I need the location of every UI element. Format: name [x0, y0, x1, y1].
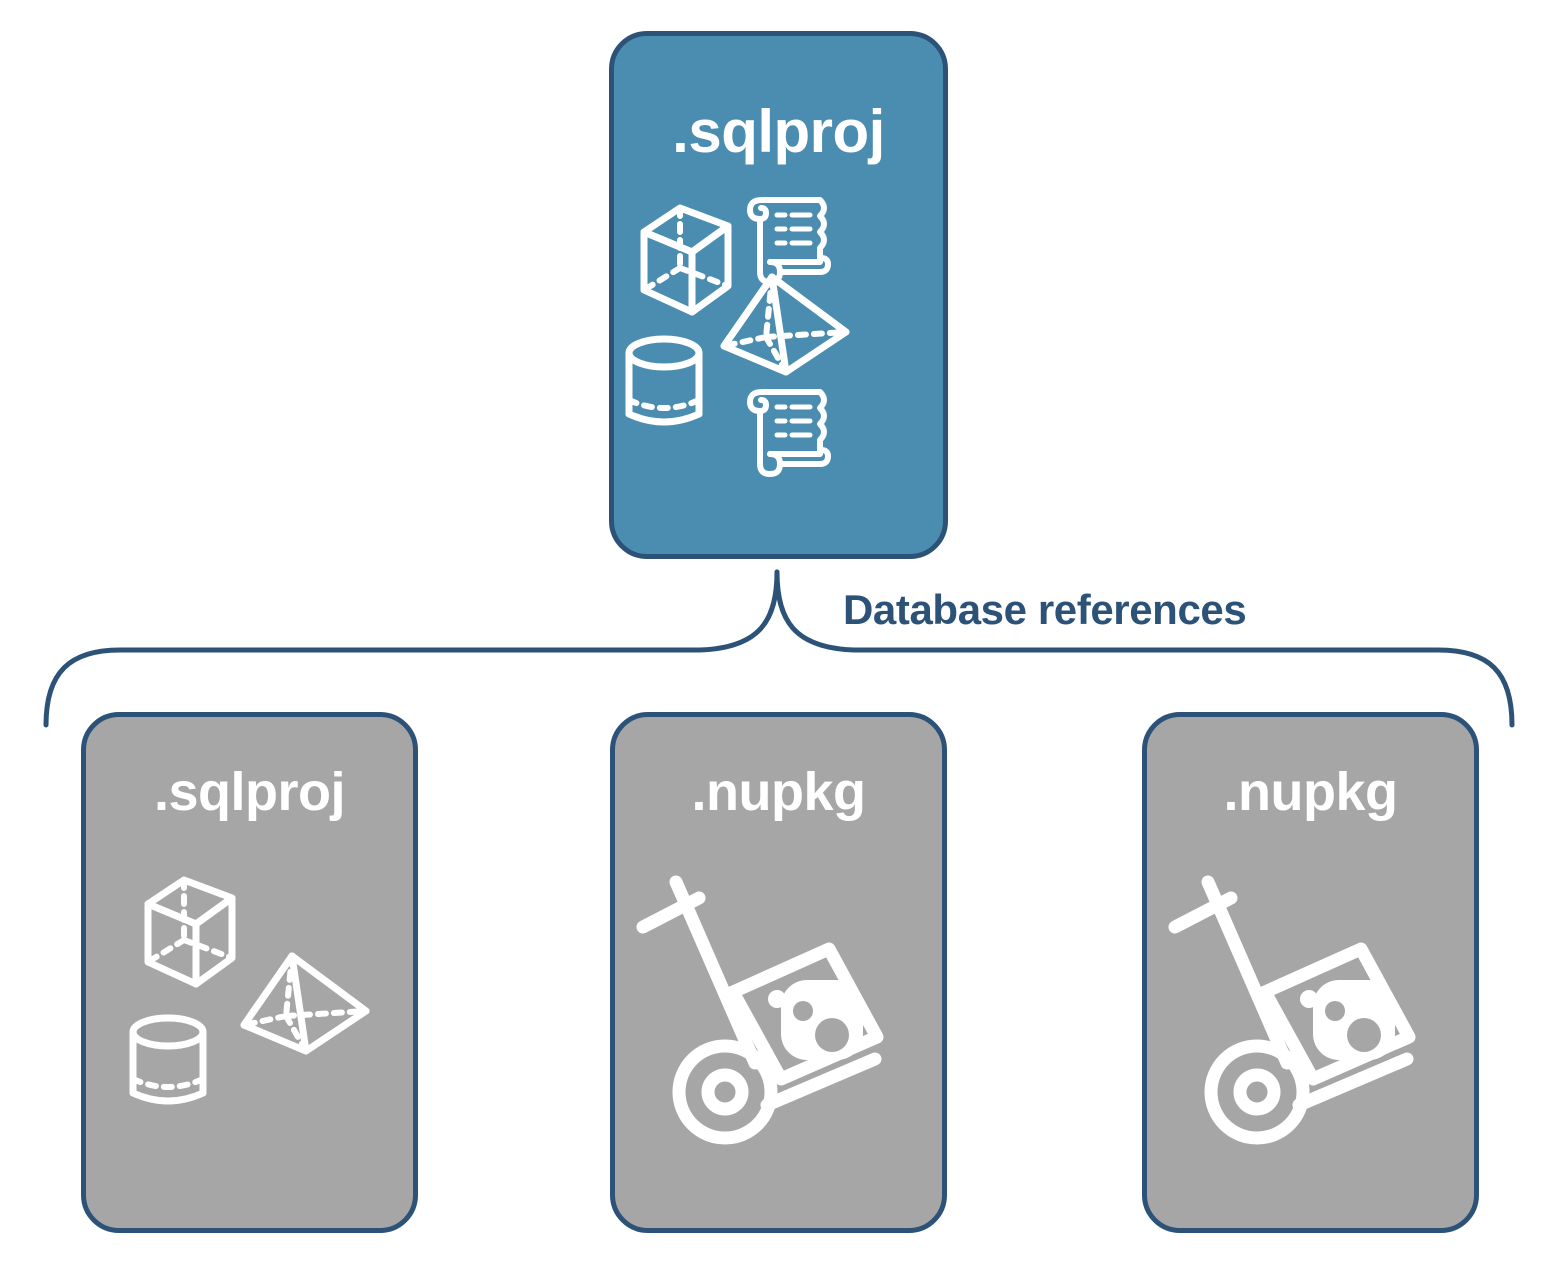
node-title-reference-2: .nupkg	[1223, 762, 1398, 822]
node-card-reference-nupkg-2[interactable]: .nupkg	[1142, 712, 1479, 1233]
reference-nupkg-icon-group-1	[615, 857, 942, 1217]
cube-wireframe-icon	[640, 204, 732, 316]
reference-sqlproj-icon-group	[86, 857, 413, 1217]
hand-truck-package-icon	[1168, 875, 1416, 1145]
reference-nupkg-icon-group-2	[1147, 857, 1474, 1217]
node-card-reference-nupkg-1[interactable]: .nupkg	[610, 712, 947, 1233]
pyramid-wireframe-icon	[240, 952, 370, 1055]
node-title-root: .sqlproj	[672, 98, 885, 165]
cylinder-wireframe-icon	[129, 1014, 207, 1105]
scroll-script-icon	[747, 389, 831, 477]
package-contents-icon	[1300, 980, 1395, 1060]
package-holes-icon	[1325, 1001, 1381, 1052]
node-title-reference-0: .sqlproj	[153, 762, 346, 822]
pyramid-wireframe-icon	[720, 273, 850, 376]
package-holes-icon	[793, 1001, 849, 1052]
package-contents-icon	[768, 980, 863, 1060]
root-icon-group	[614, 186, 943, 477]
hand-truck-package-icon	[636, 875, 884, 1145]
node-card-root-sqlproj[interactable]: .sqlproj	[609, 31, 948, 559]
node-title-reference-1: .nupkg	[691, 762, 866, 822]
bracket-label: Database references	[843, 586, 1247, 633]
cylinder-wireframe-icon	[625, 335, 703, 426]
cube-wireframe-icon	[144, 876, 236, 988]
scroll-script-icon	[747, 197, 831, 285]
node-card-reference-sqlproj[interactable]: .sqlproj	[81, 712, 418, 1233]
